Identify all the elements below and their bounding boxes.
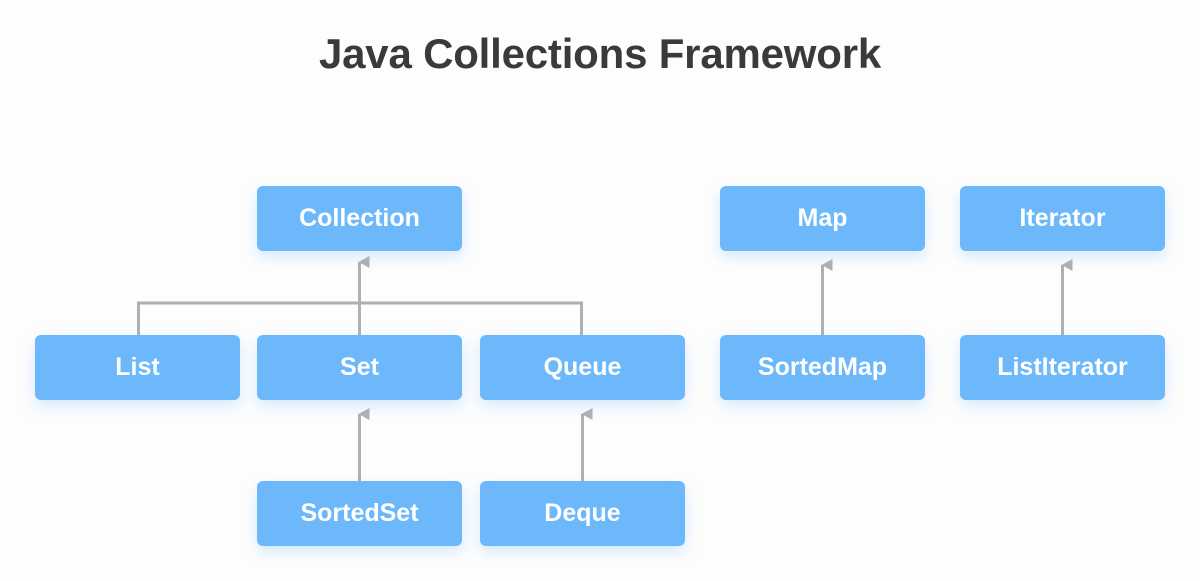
- node-sortedset[interactable]: SortedSet: [257, 481, 462, 546]
- node-collection[interactable]: Collection: [257, 186, 462, 251]
- node-label-listiterator: ListIterator: [997, 353, 1128, 381]
- node-label-map: Map: [797, 204, 848, 232]
- node-iterator[interactable]: Iterator: [960, 186, 1165, 251]
- node-label-sortedmap: SortedMap: [757, 353, 888, 381]
- node-label-deque: Deque: [544, 499, 621, 527]
- node-label-set: Set: [340, 353, 379, 381]
- node-list[interactable]: List: [35, 335, 240, 400]
- node-sortedmap[interactable]: SortedMap: [720, 335, 925, 400]
- node-deque[interactable]: Deque: [480, 481, 685, 546]
- node-label-list: List: [115, 353, 160, 381]
- node-label-iterator: Iterator: [1019, 204, 1106, 232]
- node-queue[interactable]: Queue: [480, 335, 685, 400]
- page-title: Java Collections Framework: [318, 30, 882, 77]
- node-label-collection: Collection: [299, 204, 420, 232]
- node-listiterator[interactable]: ListIterator: [960, 335, 1165, 400]
- node-label-sortedset: SortedSet: [300, 499, 419, 527]
- node-map[interactable]: Map: [720, 186, 925, 251]
- node-set[interactable]: Set: [257, 335, 462, 400]
- edge-collection-bus: [137, 301, 583, 335]
- node-label-queue: Queue: [543, 353, 622, 381]
